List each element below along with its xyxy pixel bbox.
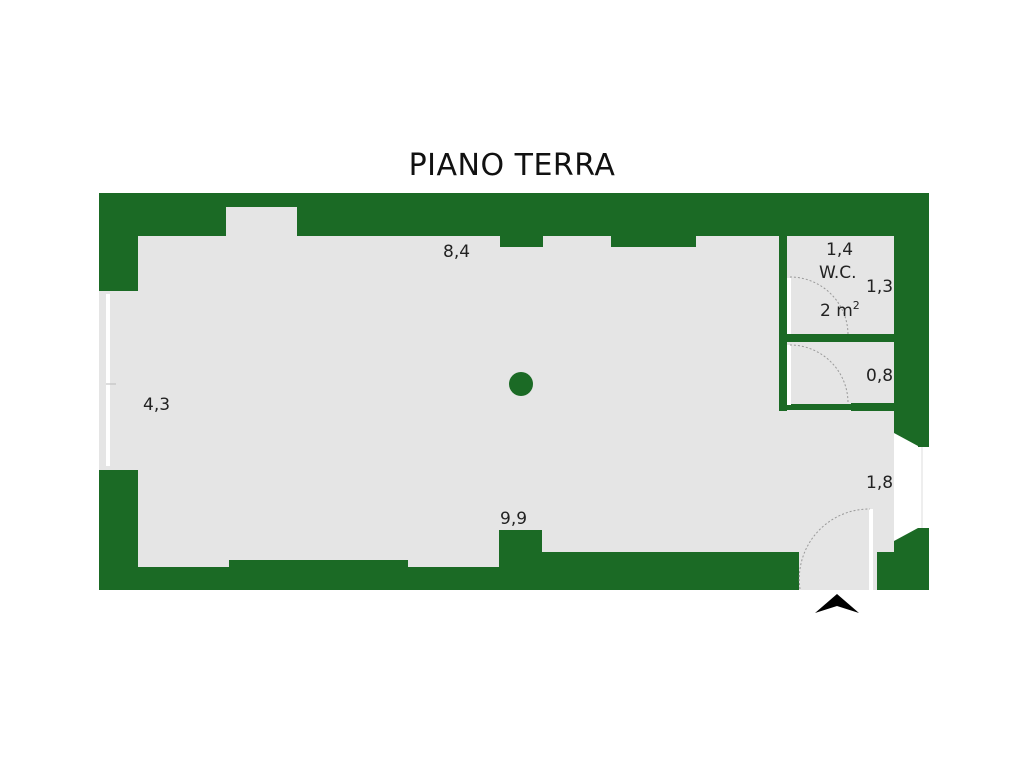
entry-right-wall [877,552,894,590]
dim-hall-depth: 0,8 [866,366,893,386]
wc-label: W.C. [819,263,857,283]
bottom-wall-thick [542,552,782,568]
entrance-opening [799,548,877,590]
pilaster [500,236,543,247]
wc-area-value: 2 m [820,301,853,321]
top-niche [226,207,297,237]
hall-wall [851,403,895,411]
hall-floor [786,342,894,404]
dim-left-main: 4,3 [143,395,170,415]
bottom-pilaster [499,530,542,568]
dim-bottom-main: 9,9 [500,509,527,529]
entry-floor [780,410,894,552]
main-room-floor [138,236,780,567]
right-window-glass [918,447,929,528]
wc-area-sup: 2 [853,299,860,312]
dim-top-main: 8,4 [443,242,470,262]
entry-door-swing [798,508,871,590]
wc-wall [851,334,895,342]
column-icon [509,372,533,396]
pilaster [611,236,696,247]
bottom-niche [229,560,408,568]
wc-floor [786,236,894,334]
dim-wc-width: 1,4 [826,240,853,260]
wc-area: 2 m2 [820,299,860,321]
partition-wall [779,236,787,411]
window-glass [106,294,110,466]
left-window [99,291,138,470]
wc-door-swing [789,276,849,336]
dim-wc-depth: 1,3 [866,277,893,297]
dim-entry-depth: 1,8 [866,473,893,493]
floor-title: PIANO TERRA [408,148,616,183]
wc-door-gap [787,278,791,334]
hall-door-gap [787,345,791,405]
right-bay [894,433,918,541]
hall-door-swing [789,344,849,404]
entry-door-leaf [869,509,873,590]
entrance-arrow-icon [815,594,859,613]
